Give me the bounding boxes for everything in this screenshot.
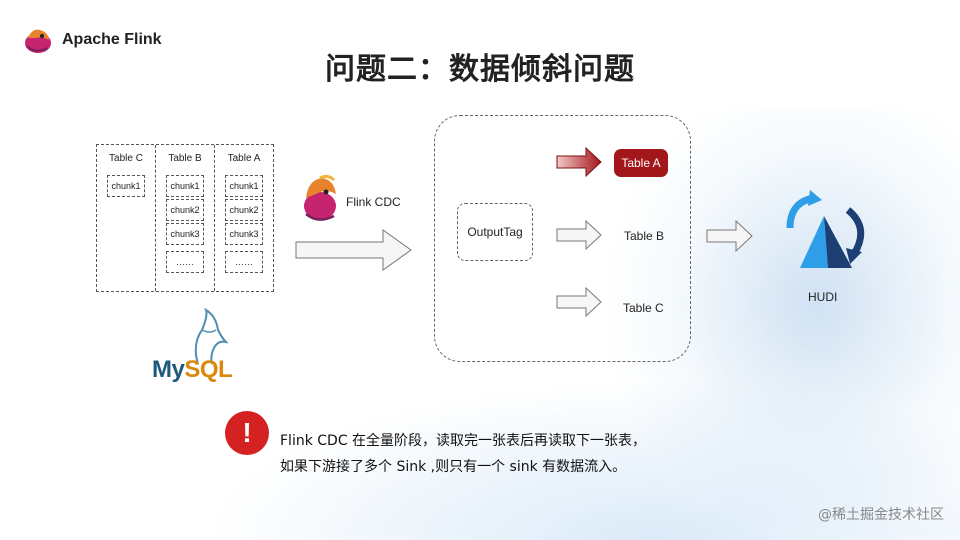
sink-table-active: Table A (614, 149, 668, 177)
sink-table-label: Table B (624, 229, 665, 243)
chunk-box: …… (166, 251, 204, 273)
source-tables: Table C chunk1 Table B chunk1 chunk2 chu… (96, 144, 274, 292)
output-container (434, 115, 691, 362)
brand-name: Apache Flink (62, 31, 162, 48)
mysql-logo-sql: SQL (184, 356, 233, 383)
note-text: Flink CDC 在全量阶段，读取完一张表后再读取下一张表， 如果下游接了多个… (280, 428, 646, 480)
flink-logo-icon (25, 29, 51, 53)
background-glow (600, 110, 960, 540)
sink-arrow-active-icon (556, 146, 602, 178)
flow-arrow-icon (295, 229, 412, 271)
source-table-column: Table C chunk1 (97, 145, 156, 291)
chunk-box: chunk3 (225, 223, 263, 245)
source-table-name: Table B (168, 153, 202, 164)
source-table-name: Table C (109, 153, 143, 164)
chunk-box: chunk2 (225, 199, 263, 221)
flink-cdc-label: Flink CDC (346, 195, 401, 209)
brand: Apache Flink (22, 24, 162, 56)
mysql-logo-my: My (152, 356, 185, 383)
chunk-box: chunk1 (166, 175, 204, 197)
source-table-column: Table B chunk1 chunk2 chunk3 …… (156, 145, 215, 291)
source-table-column: Table A chunk1 chunk2 chunk3 …… (215, 145, 273, 291)
note-line: Flink CDC 在全量阶段，读取完一张表后再读取下一张表， (280, 433, 647, 449)
outputtag-box: OutputTag (457, 203, 533, 261)
sink-arrow-icon (556, 219, 602, 251)
background-wave (200, 380, 960, 540)
sink-table-label: Table C (623, 301, 664, 315)
chunk-box: chunk2 (166, 199, 204, 221)
chunk-box: chunk1 (107, 175, 145, 197)
sink-arrow-icon (556, 286, 602, 318)
source-table-name: Table A (227, 153, 261, 164)
mysql-dolphin-icon (194, 308, 228, 365)
hudi-label: HUDI (808, 290, 838, 304)
watermark: @稀土掘金技术社区 (818, 507, 944, 523)
chunk-box: chunk1 (225, 175, 263, 197)
slide-title: 问题二：数据倾斜问题 (325, 52, 635, 87)
mysql-logo: MySQL (152, 356, 233, 384)
note-line: 如果下游接了多个 Sink ,则只有一个 sink 有数据流入。 (280, 459, 627, 475)
flink-squirrel-icon (304, 174, 336, 221)
warning-icon: ! (225, 411, 269, 455)
chunk-box: chunk3 (166, 223, 204, 245)
chunk-box: …… (225, 251, 263, 273)
to-hudi-arrow-icon (706, 219, 753, 253)
hudi-logo-icon (786, 190, 865, 268)
